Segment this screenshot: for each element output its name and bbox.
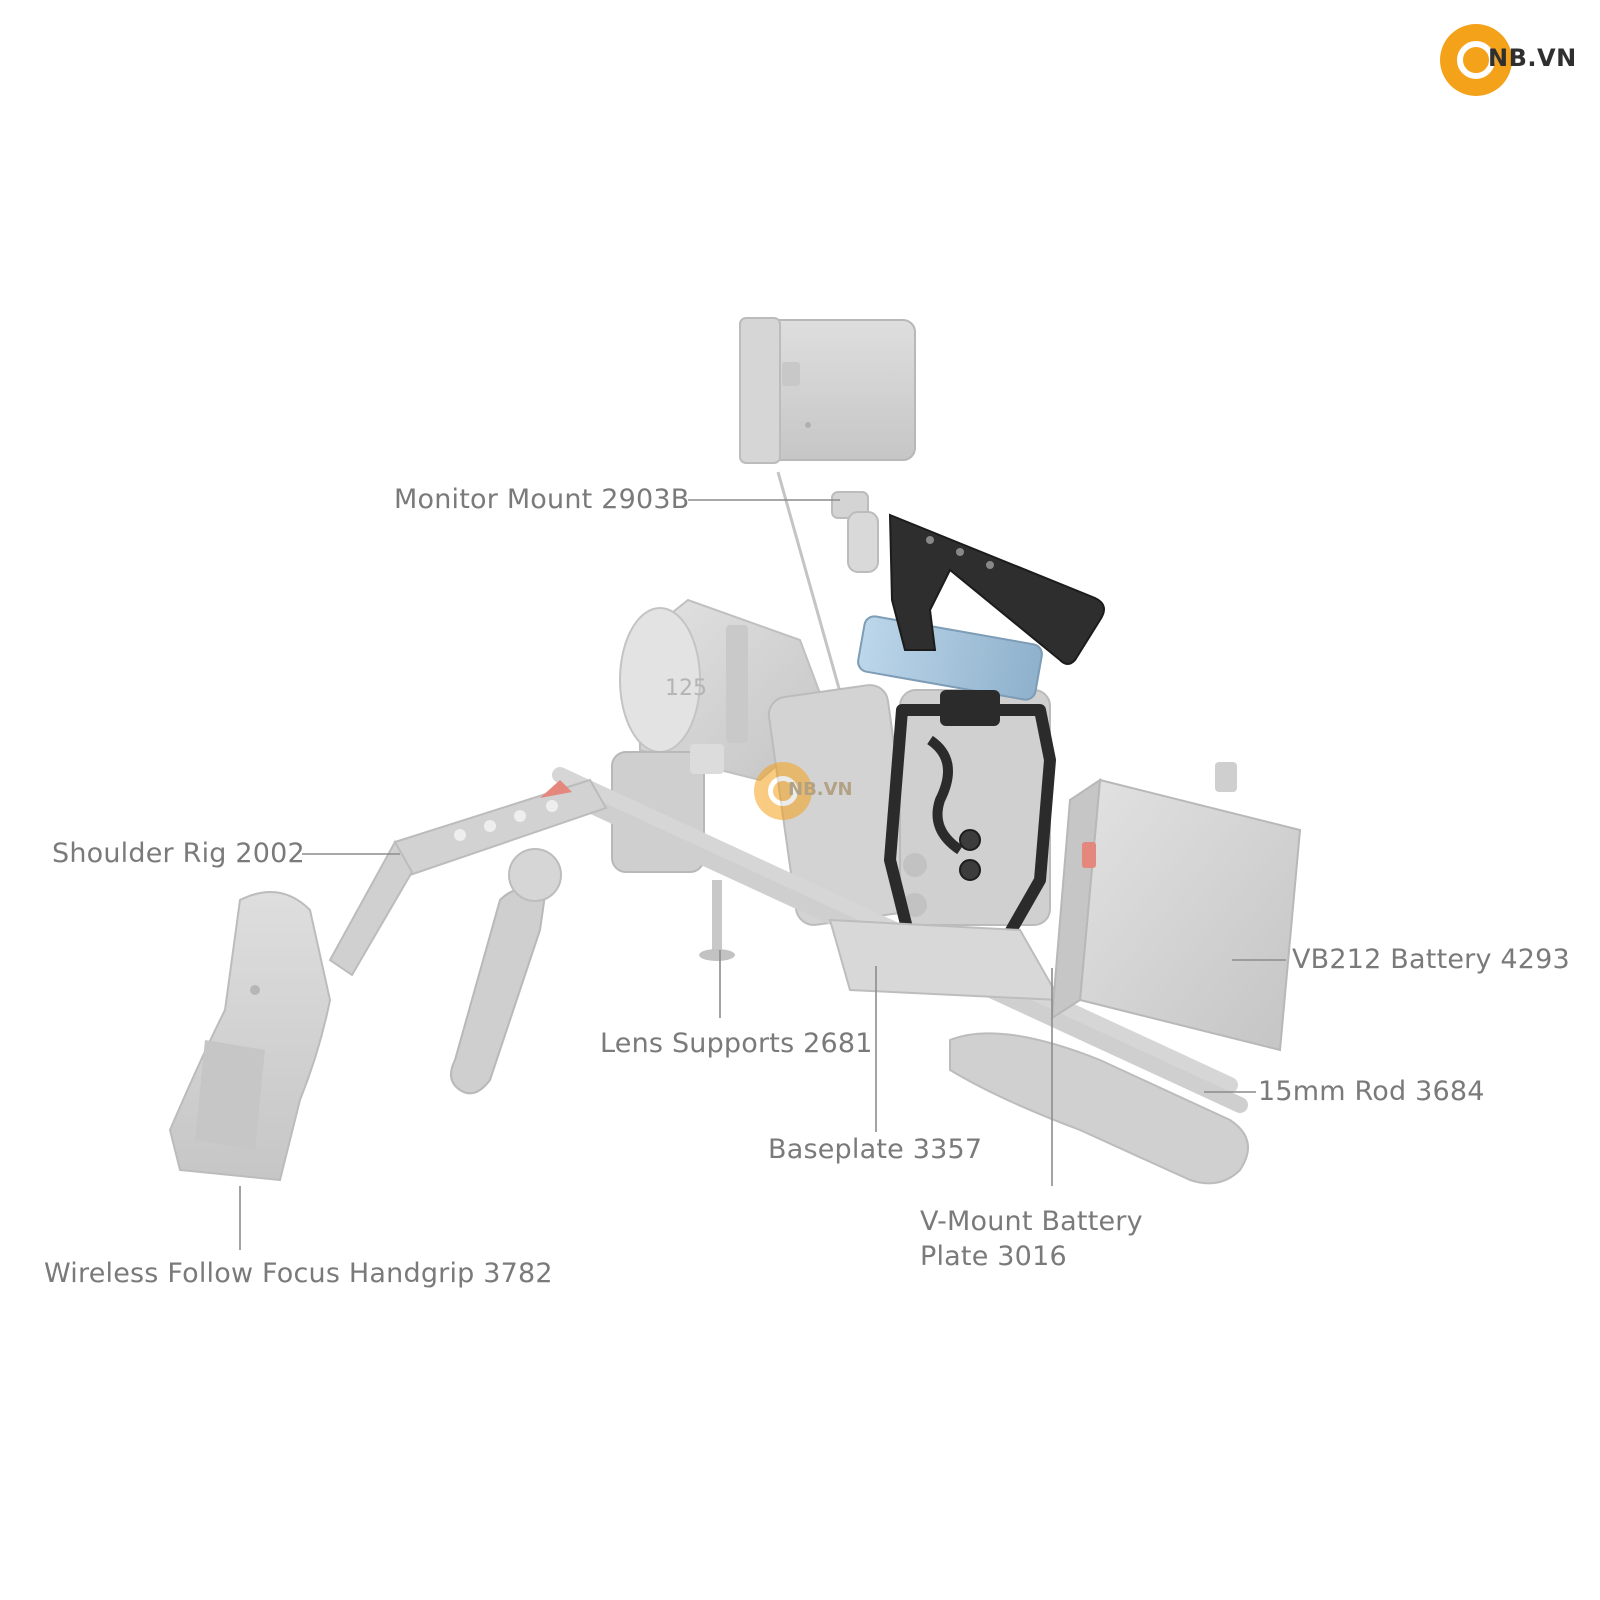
- brand-logo: NB.VN: [1440, 24, 1590, 100]
- lens-support: [699, 880, 735, 961]
- label-monitor-mount: Monitor Mount 2903B: [394, 484, 690, 515]
- label-vmount-plate-line2: Plate 3016: [920, 1241, 1067, 1272]
- watermark-o-ring: [768, 776, 798, 806]
- label-lens-supports: Lens Supports 2681: [600, 1028, 873, 1059]
- wireless-handgrip: [168, 891, 332, 1182]
- vb212-battery: [1050, 762, 1302, 1052]
- monitor: [739, 317, 916, 693]
- watermark-wordmark: NB.VN: [788, 779, 853, 800]
- brand-watermark: NB.VN: [754, 762, 864, 822]
- monitor-mount: [831, 491, 879, 573]
- leader-lines: [239, 499, 1286, 1250]
- logo-o-ring: [1457, 41, 1495, 79]
- shoulder-rig: [328, 778, 608, 977]
- label-baseplate: Baseplate 3357: [768, 1134, 983, 1165]
- shoulder-pad: [949, 1032, 1249, 1185]
- label-vmount-plate: V-Mount Battery Plate 3016: [920, 1204, 1143, 1274]
- baseplate: [828, 918, 1062, 1002]
- label-vmount-plate-line1: V-Mount Battery: [920, 1206, 1143, 1237]
- ssd-drive: [857, 615, 1043, 701]
- label-vb212-battery: VB212 Battery 4293: [1292, 944, 1570, 975]
- svg-text:125: 125: [665, 676, 707, 701]
- logo-wordmark: NB.VN: [1488, 44, 1577, 72]
- camera-cage: [884, 690, 1056, 956]
- label-handgrip: Wireless Follow Focus Handgrip 3782: [44, 1258, 553, 1289]
- label-shoulder-rig: Shoulder Rig 2002: [52, 838, 305, 869]
- rig-handle: [450, 848, 562, 1095]
- label-rod: 15mm Rod 3684: [1258, 1076, 1485, 1107]
- top-handle: [888, 513, 1105, 665]
